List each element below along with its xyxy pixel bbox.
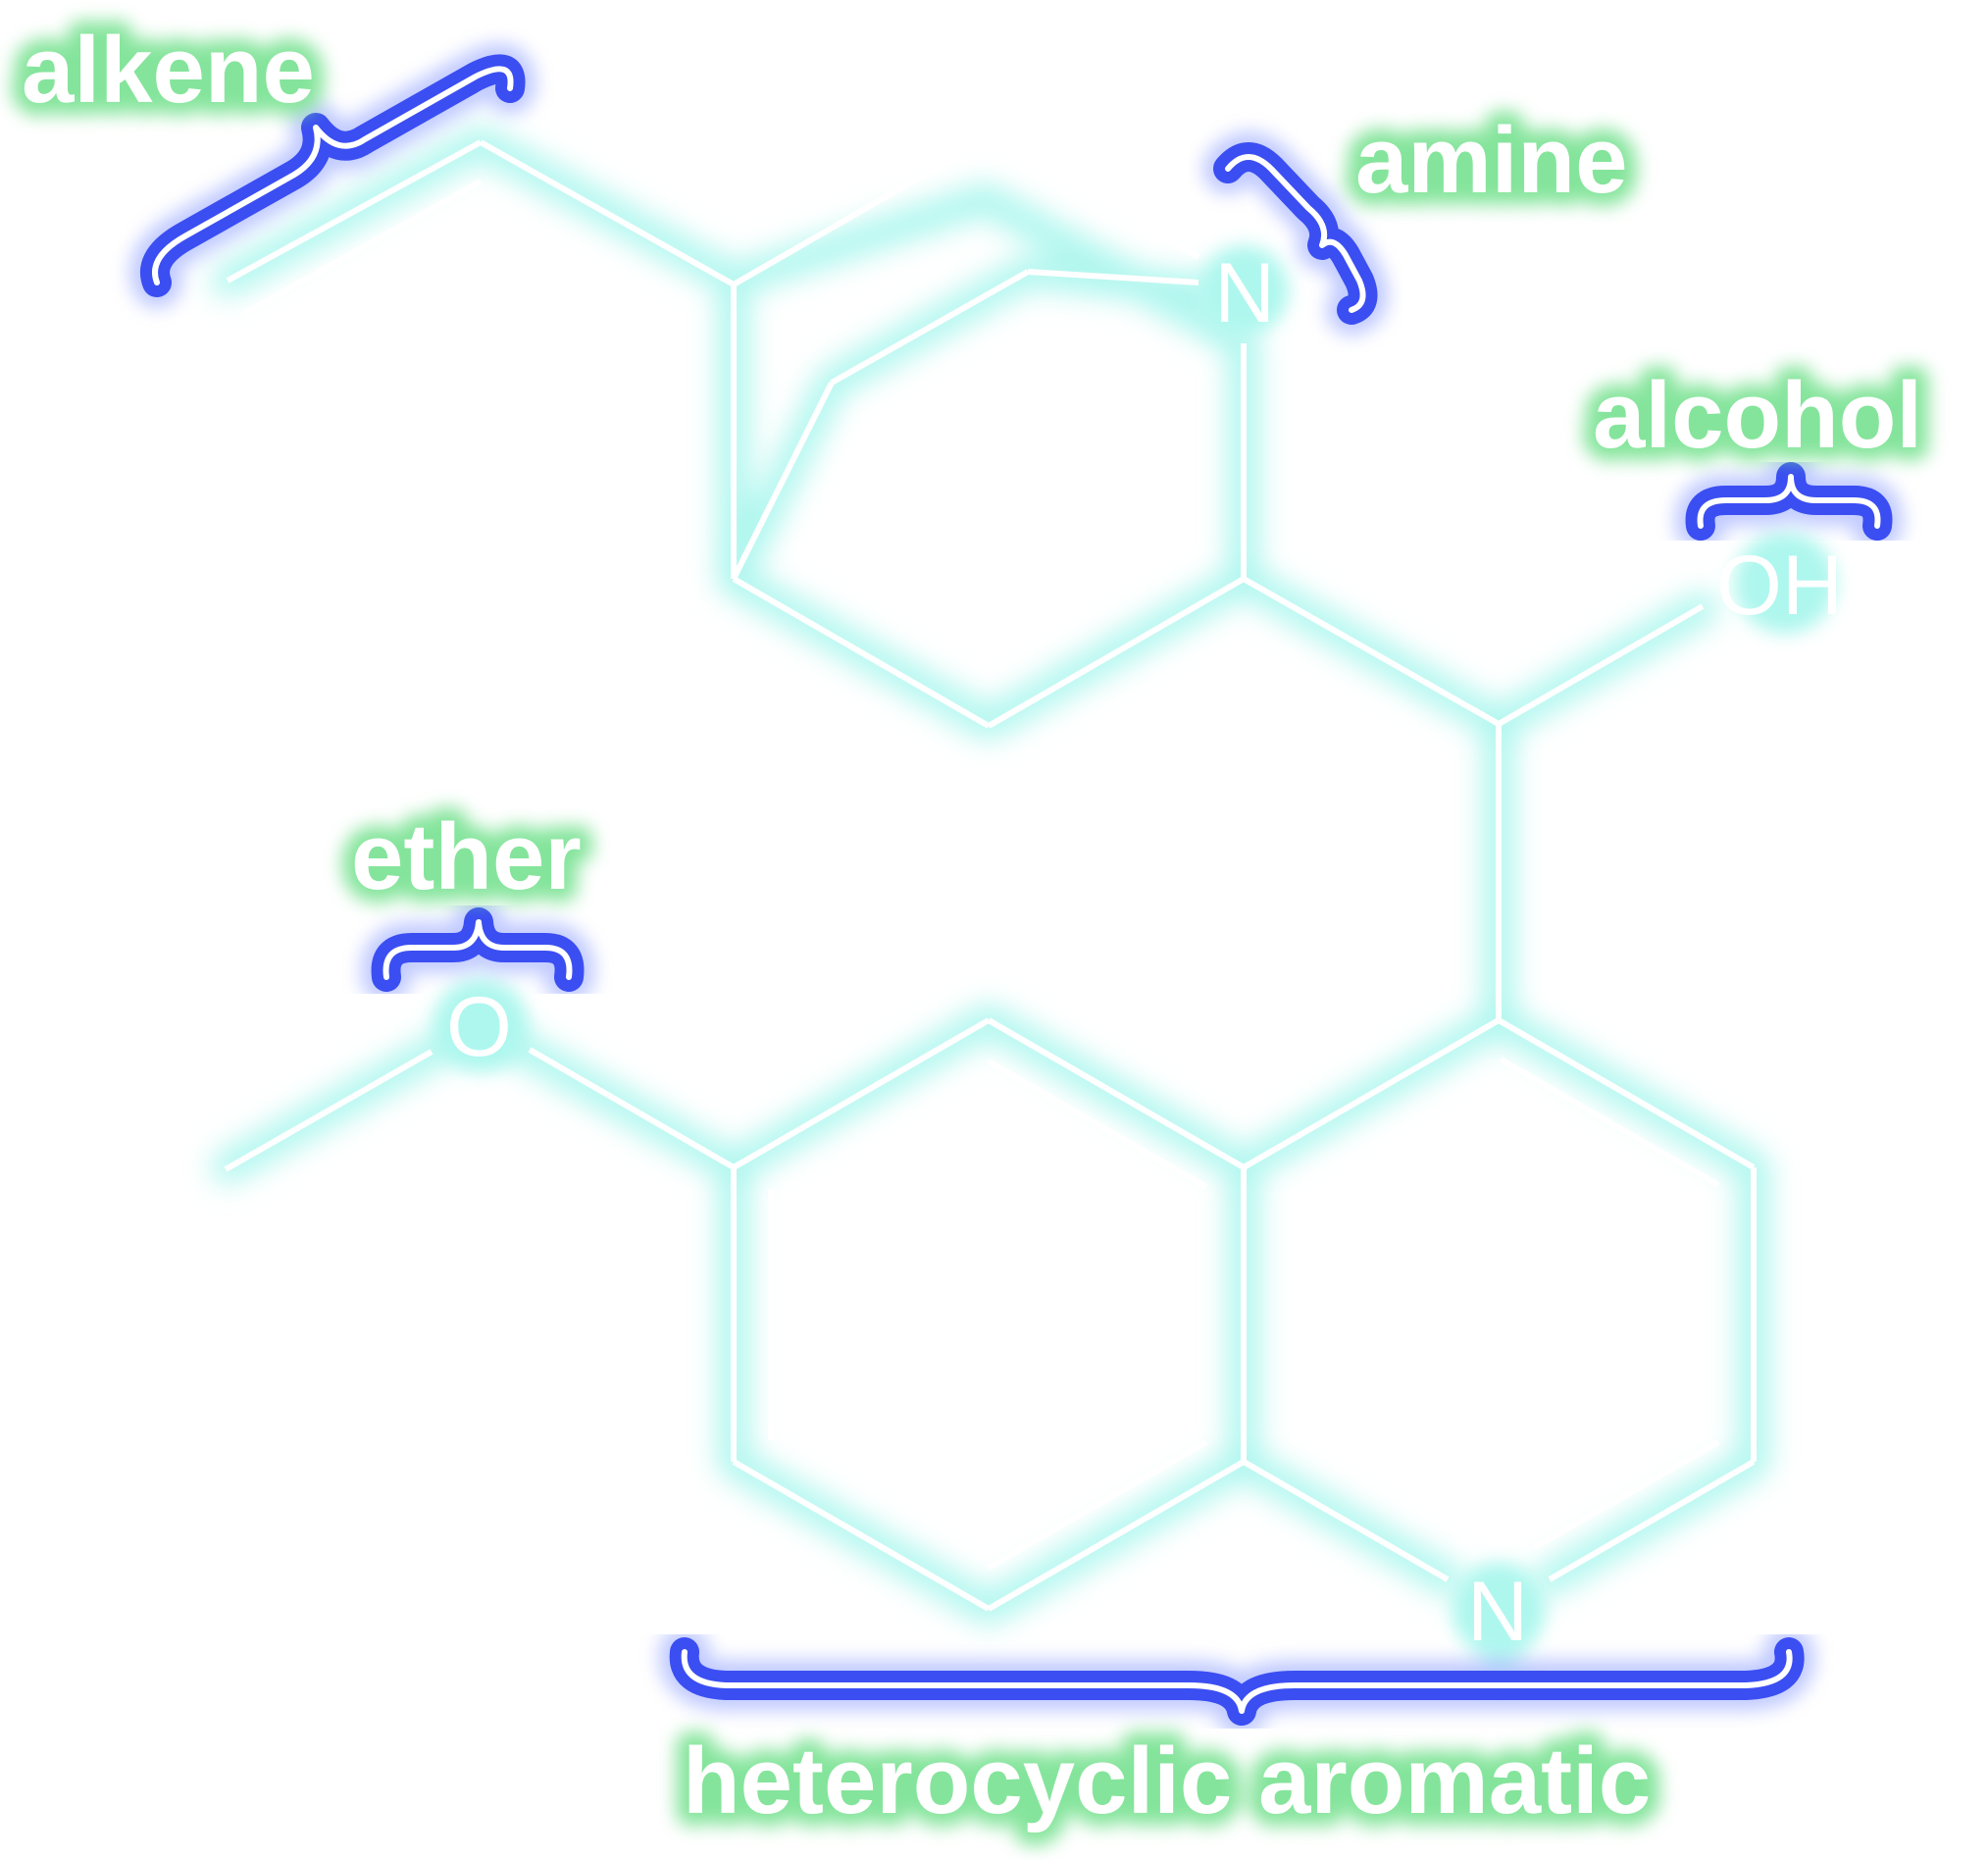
- bond-vinyl-chain: [479, 139, 736, 287]
- bond-q9: [1027, 269, 1199, 285]
- label-amine: amine amine: [1343, 95, 1640, 226]
- braces: [129, 43, 1904, 1736]
- bond-p3: [1548, 1459, 1756, 1582]
- label-alkene: alkene alkene: [9, 5, 328, 135]
- label-heterocyclic-aromatic: heterocyclic aromatic heterocyclic aroma…: [670, 1716, 1663, 1846]
- svg-text:amine: amine: [1355, 108, 1627, 213]
- svg-text:alkene: alkene: [22, 18, 315, 123]
- atom-o-ether: O: [446, 980, 512, 1074]
- bond-ome1: [528, 1047, 736, 1170]
- bond-q2: [987, 134, 1200, 260]
- label-amine-text: amine: [1355, 108, 1627, 213]
- label-ether: ether ether: [338, 792, 594, 922]
- bond-b2: [732, 1017, 991, 1170]
- bonds: [224, 134, 1757, 1612]
- brace-alkene: [129, 43, 536, 308]
- svg-text:heterocyclic aromatic: heterocyclic aromatic: [683, 1729, 1651, 1834]
- label-heterocyclic-aromatic-text: heterocyclic aromatic: [683, 1729, 1651, 1834]
- atom-oh: OH: [1716, 539, 1843, 633]
- bond-b4: [732, 1459, 991, 1612]
- bond-b5-inner: [987, 1439, 1208, 1571]
- atom-glow-layer: [433, 245, 1836, 1656]
- svg-text:alcohol: alcohol: [1593, 363, 1922, 468]
- atom-labels: N OH O N: [446, 246, 1843, 1659]
- bond-q5: [987, 576, 1246, 729]
- atom-n-aromatic: N: [1467, 1565, 1528, 1659]
- bond-q4: [732, 576, 991, 729]
- group-labels: alkene alkene amine amine alcohol alcoho…: [9, 5, 1935, 1846]
- label-alkene-text: alkene: [22, 18, 315, 123]
- label-alcohol-text: alcohol: [1593, 363, 1922, 468]
- bond-b1-inner: [987, 1059, 1208, 1190]
- bond-c-oh: [1497, 603, 1705, 727]
- bond-p6: [1242, 1017, 1501, 1170]
- bond-b1: [987, 1017, 1246, 1170]
- brace-ether: [360, 897, 595, 1003]
- bond-p4: [1242, 1459, 1450, 1582]
- brace-amine: [1202, 131, 1389, 336]
- atom-n-quinuclidine: N: [1214, 246, 1275, 340]
- bond-ome2: [224, 1049, 433, 1172]
- brace-heterocyclic-aromatic: [658, 1627, 1815, 1736]
- brace-alcohol: [1674, 451, 1904, 551]
- bond-p1-inner: [1499, 1057, 1720, 1188]
- bond-vinyl-1: [226, 139, 483, 284]
- bond-q7: [731, 381, 835, 581]
- bond-vinyl-2: [241, 179, 483, 317]
- bond-b5: [987, 1459, 1246, 1612]
- bond-q8: [830, 269, 1030, 386]
- label-alcohol: alcohol alcohol: [1580, 350, 1935, 481]
- svg-text:ether: ether: [351, 804, 582, 909]
- bond-c1: [1242, 576, 1501, 727]
- bond-q1: [732, 134, 991, 287]
- label-ether-text: ether: [351, 804, 582, 909]
- bond-p1: [1497, 1017, 1756, 1170]
- bond-p3-inner: [1532, 1439, 1720, 1551]
